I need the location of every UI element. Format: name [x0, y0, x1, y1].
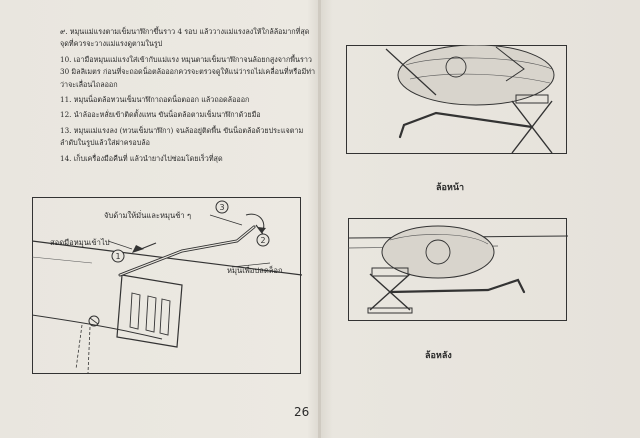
instruction-11: 11. หมุนน็อตล้อทวนเข็มนาฬิกาถอดน็อตออก แ…	[60, 95, 250, 105]
instructions-block: ๙. หมุนแม่แรงตามเข็มนาฬิกาขึ้นราว 4 รอบ …	[34, 26, 318, 165]
instruction-10: 10. เอามือหมุนแม่แรงใส่เข้ากับแม่แรง หมุ…	[60, 54, 316, 89]
jack-handle-figure: 1 2 3	[32, 197, 302, 375]
instruction-13: 13. หมุนแม่แรงลง (ทวนเข็มนาฬิกา) จนล้ออย…	[60, 125, 304, 148]
caption-rear-wheel: ล้อหลัง	[425, 351, 452, 361]
rear-wheel-jack-illustration	[348, 218, 568, 321]
front-wheel-figure	[346, 45, 568, 155]
instruction-12: 12. นำล้ออะหลั่ยเข้าติดตั้งแทน ขันน็อตล้…	[60, 110, 261, 120]
jack-handle-illustration: 1 2 3	[32, 197, 302, 374]
step-marker-1: 1	[115, 252, 120, 261]
instruction-14: 14. เก็บเครื่องมือคืนที่ แล้วนำยางไปซ่อม…	[60, 153, 223, 163]
label-insert-handle: สอดมือหมุนเข้าไป	[50, 238, 110, 247]
step-marker-3: 3	[219, 203, 224, 212]
instruction-9: ๙. หมุนแม่แรงตามเข็มนาฬิกาขึ้นราว 4 รอบ …	[60, 27, 310, 49]
page-gutter	[318, 0, 321, 438]
caption-front-wheel: ล้อหน้า	[436, 183, 465, 193]
label-hold-handle: จับด้ามให้มั่นและหมุนช้า ๆ	[104, 211, 192, 220]
step-marker-2: 2	[260, 236, 265, 245]
label-turn-to-unlock: หมุนเพื่อปลดล็อก	[227, 266, 283, 275]
page-number: 26	[294, 405, 310, 419]
front-wheel-jack-illustration	[346, 45, 567, 154]
rear-wheel-figure	[348, 218, 568, 322]
